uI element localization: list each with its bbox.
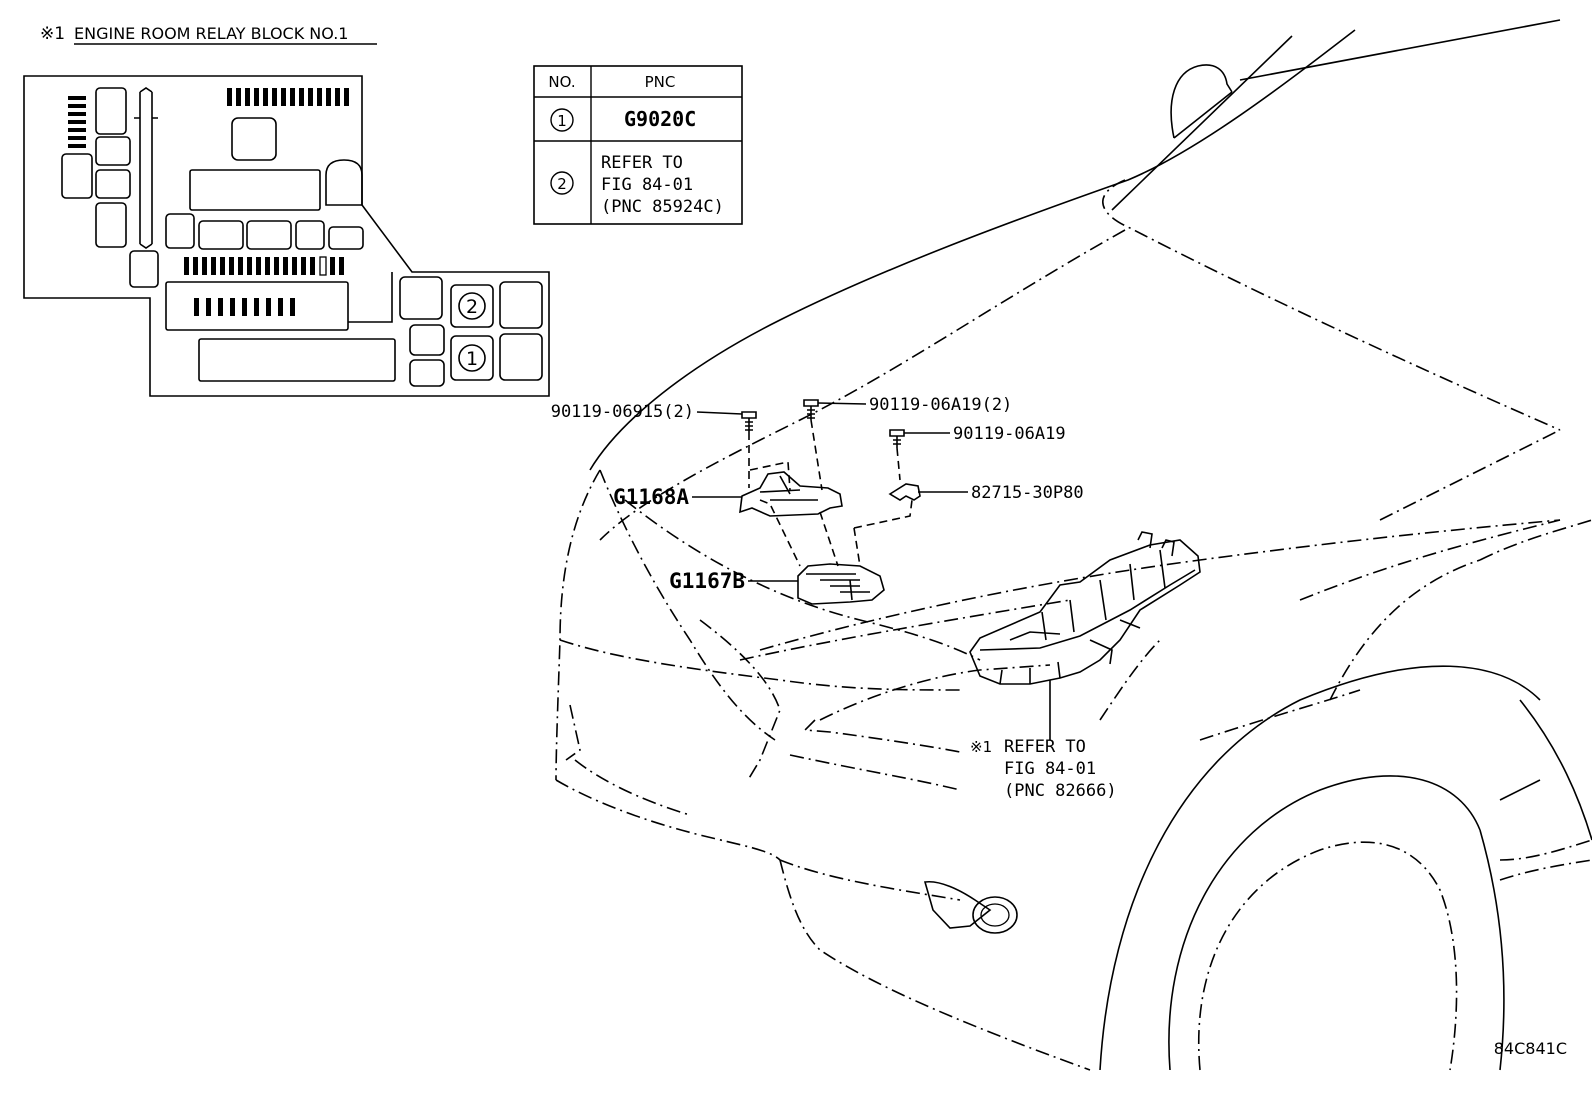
pnc-row-2-line-1: REFER TO: [601, 153, 683, 173]
pnc-table: NO. PNC 1 G9020C 2 REFER TO FIG 84-01 (P…: [533, 65, 743, 225]
callout-bolt-center-label: 90119-06A19(2): [869, 395, 1012, 415]
engine-room-relay-block-part: [969, 531, 1201, 740]
refer-note[interactable]: ※1 REFER TO FIG 84-01 (PNC 82666): [970, 737, 1117, 801]
pnc-table-row-2[interactable]: 2 REFER TO FIG 84-01 (PNC 85924C): [550, 153, 724, 217]
callout-relay-unit[interactable]: G1167B: [669, 569, 798, 593]
pnc-table-header-pnc: PNC: [645, 73, 676, 91]
relay-slot-2[interactable]: 2: [450, 284, 494, 328]
vehicle-outline: [555, 19, 1592, 1071]
relay-block-title: ※1 ENGINE ROOM RELAY BLOCK NO.1: [40, 24, 377, 45]
callout-bracket-main[interactable]: G1168A: [613, 485, 742, 509]
pnc-row-2-line-2: FIG 84-01: [601, 175, 693, 195]
callout-bracket-small-label: 82715-30P80: [971, 483, 1084, 503]
callout-relay-unit-label: G1167B: [669, 569, 745, 593]
callout-bolt-right-label: 90119-06A19: [953, 424, 1066, 444]
callout-bracket-main-label: G1168A: [613, 485, 689, 509]
bolt-center-icon: [803, 399, 819, 420]
relay-slot-1[interactable]: 1: [450, 335, 494, 381]
callout-bolt-right[interactable]: 90119-06A19: [904, 424, 1066, 444]
refer-note-mark: ※1: [970, 738, 992, 756]
pnc-row-1-value: G9020C: [624, 107, 696, 131]
fuse-bars-top: [227, 88, 349, 106]
pnc-row-2-line-3: (PNC 85924C): [601, 197, 724, 217]
fuse-bars-lower: [194, 298, 295, 316]
relay-slot-2-number: 2: [466, 296, 478, 318]
figure-id: 84C841C: [1494, 1039, 1567, 1058]
relay-block-title-text: ENGINE ROOM RELAY BLOCK NO.1: [74, 24, 348, 43]
pnc-table-header-no: NO.: [548, 73, 575, 91]
callout-bracket-small[interactable]: 82715-30P80: [918, 483, 1084, 503]
callout-bolt-left[interactable]: 90119-06915(2): [551, 402, 743, 422]
bolt-left-icon: [741, 411, 757, 432]
pnc-row-1-no: 1: [557, 112, 567, 130]
refer-note-line-3: (PNC 82666): [1004, 781, 1117, 801]
relay-block-title-mark: ※1: [40, 24, 65, 44]
fuse-bars-middle: [184, 256, 344, 276]
fuse-bars-left: [68, 96, 86, 148]
refer-note-line-1: REFER TO: [1004, 737, 1086, 757]
refer-note-line-2: FIG 84-01: [1004, 759, 1096, 779]
bolt-right-icon: [889, 429, 905, 448]
callout-bolt-left-label: 90119-06915(2): [551, 402, 694, 422]
pnc-table-row-1[interactable]: 1 G9020C: [550, 107, 696, 132]
relay-block-layout: 2 1: [23, 75, 550, 397]
callout-bolt-center[interactable]: 90119-06A19(2): [817, 395, 1012, 415]
bracket-assembly: [739, 399, 921, 605]
relay-slot-1-number: 1: [466, 348, 478, 370]
pnc-row-2-no: 2: [557, 175, 567, 193]
